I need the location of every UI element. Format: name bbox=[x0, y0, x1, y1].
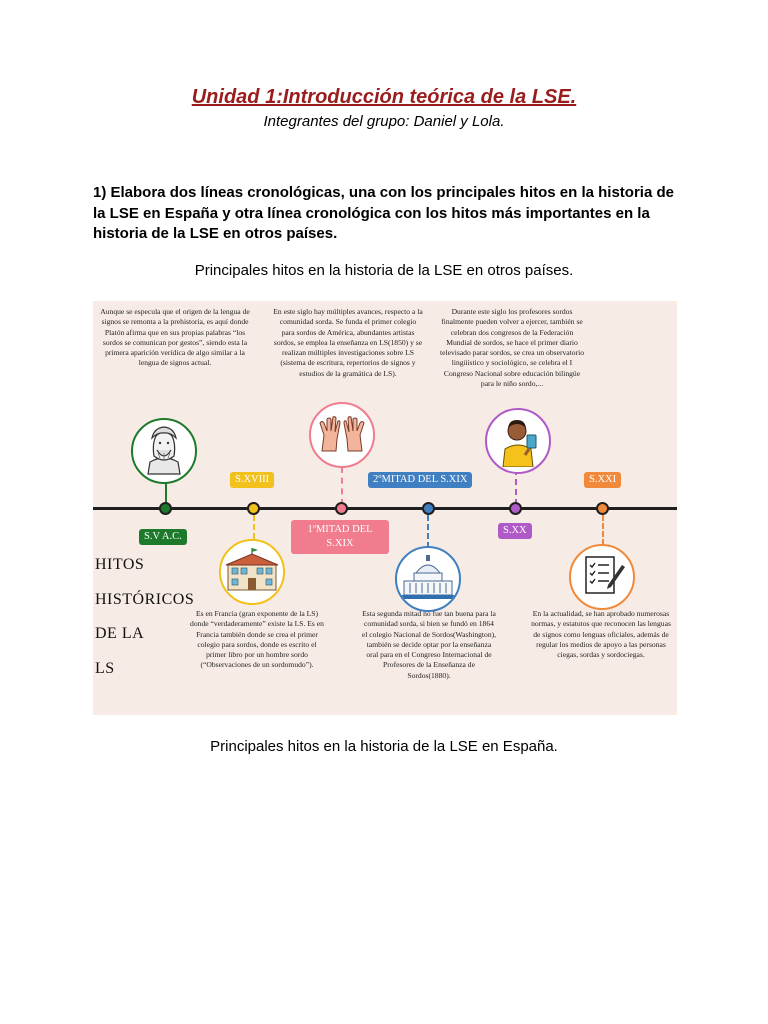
note-first-half-xix: En este siglo hay múltiples avances, res… bbox=[273, 307, 423, 378]
tag-sxx: S.XX bbox=[498, 523, 532, 539]
tag-svac: S.V A.C. bbox=[139, 529, 187, 545]
note-second-half-xix: Esta segunda mitad no fue tan buena para… bbox=[361, 609, 497, 680]
stem-second-half-xix bbox=[427, 515, 429, 548]
caption-spain: Principales hitos en la historia de la L… bbox=[210, 738, 558, 755]
note-svac: Aunque se especula que el origen de la l… bbox=[100, 307, 250, 368]
caption-other-countries: Principales hitos en la historia de la L… bbox=[194, 262, 574, 279]
document-subtitle: Integrantes del grupo: Daniel y Lola. bbox=[263, 113, 505, 130]
timeline-title-line: HISTÓRICOS bbox=[95, 590, 195, 608]
stem-sxxi bbox=[602, 515, 604, 545]
plato-bust-icon bbox=[140, 422, 188, 481]
tag-first-half-xix: 1ºMITAD DEL S.XIX bbox=[291, 520, 389, 554]
timeline-title-line: LS bbox=[95, 659, 115, 677]
question-text: 1) Elabora dos líneas cronológicas, una … bbox=[93, 184, 674, 242]
circle-sxviii bbox=[219, 539, 285, 605]
timeline-title-line: DE LA bbox=[95, 625, 145, 642]
stem-svac bbox=[165, 482, 167, 506]
circle-sxx bbox=[485, 408, 551, 474]
circle-sxxi bbox=[569, 544, 635, 610]
tag-second-half-xix: 2ºMITAD DEL S.XIX bbox=[368, 472, 473, 488]
school-building-icon bbox=[224, 547, 280, 597]
note-sxx: Durante este siglo los profesores sordos… bbox=[439, 307, 585, 389]
checklist-document-icon bbox=[578, 551, 626, 604]
dot-sxx bbox=[509, 502, 522, 515]
dot-first-half-xix bbox=[335, 502, 348, 515]
teacher-person-icon bbox=[493, 411, 543, 472]
stem-first-half-xix bbox=[341, 467, 343, 505]
circle-second-half-xix bbox=[395, 546, 461, 612]
signing-hands-icon bbox=[316, 411, 368, 460]
timeline-title-line: HITOS bbox=[95, 556, 145, 573]
circle-svac bbox=[131, 418, 197, 484]
stem-sxviii bbox=[253, 515, 255, 539]
dot-svac bbox=[159, 502, 172, 515]
timeline-axis bbox=[93, 507, 677, 510]
circle-first-half-xix bbox=[309, 402, 375, 468]
stem-sxx bbox=[515, 469, 517, 505]
note-sxviii: Es en Francia (gran exponente de la LS) … bbox=[190, 609, 324, 670]
tag-sxxi: S.XXI bbox=[584, 472, 622, 488]
dot-sxviii bbox=[247, 502, 260, 515]
note-sxxi: En la actualidad, se han aprobado numero… bbox=[531, 609, 671, 660]
capitol-building-icon bbox=[400, 554, 456, 604]
tag-sxviii: S.XVIII bbox=[230, 472, 275, 488]
dot-sxxi bbox=[596, 502, 609, 515]
dot-second-half-xix bbox=[422, 502, 435, 515]
document-title: Unidad 1:Introducción teórica de la LSE. bbox=[191, 86, 577, 108]
timeline-title: HITOS HISTÓRICOS DE LA LS bbox=[95, 548, 235, 686]
timeline-infographic: Aunque se especula que el origen de la l… bbox=[93, 301, 677, 715]
